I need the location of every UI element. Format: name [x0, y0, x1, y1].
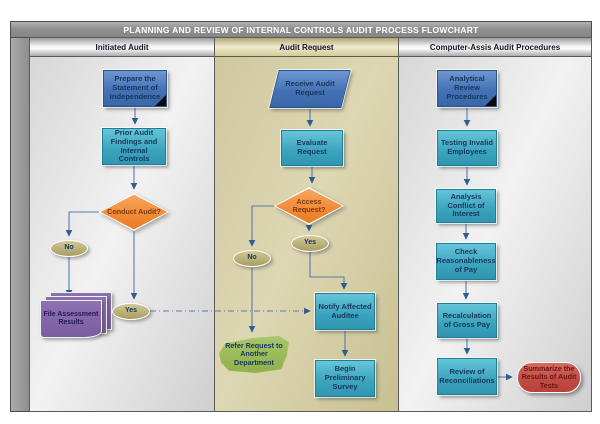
node-label: File Assessment Results	[43, 310, 99, 326]
node-label: Prior Audit Findings and Internal Contro…	[110, 127, 158, 164]
node-begin-preliminary-survey: Begin Preliminary Survey	[315, 360, 375, 397]
node-check-reasonableness: Check Reasonableness of Pay	[436, 243, 496, 280]
node-label: No	[64, 244, 74, 252]
node-file-assessment-results: File Assessment Results	[40, 292, 112, 338]
flowchart-title-bar: PLANNING AND REVIEW OF INTERNAL CONTROLS…	[10, 21, 592, 38]
node-label: Prepare the Statement of Independence	[109, 74, 161, 101]
node-prepare-statement: Prepare the Statement of Independence	[103, 70, 167, 107]
lane-header-computer-assis: Computer-Assis Audit Procedures	[398, 37, 592, 57]
node-label: Begin Preliminary Survey	[324, 364, 366, 391]
node-analysis-conflict: Analysis Conflict of Interest	[436, 189, 496, 223]
node-prior-audit-findings: Prior Audit Findings and Internal Contro…	[102, 128, 166, 165]
lane-header-label: Initiated Audit	[95, 42, 149, 52]
node-label: Access Request?	[292, 196, 326, 214]
page-fold-icon	[155, 95, 166, 106]
lane-body-initiated-audit	[29, 56, 215, 412]
lane-header-label: Audit Request	[279, 42, 334, 52]
node-receive-audit-request: Receive Audit Request	[269, 70, 351, 108]
node-label: Yes	[303, 239, 317, 247]
node-label: Analytical Review Procedures	[446, 74, 488, 101]
node-yes-initiated: Yes	[112, 303, 150, 320]
node-access-request-decision: Access Request?	[274, 187, 344, 225]
node-evaluate-request: Evaluate Request	[281, 130, 343, 166]
document-front: File Assessment Results	[40, 300, 102, 338]
lane-header-audit-request: Audit Request	[214, 37, 399, 57]
node-testing-invalid-employees: Testing Invalid Employees	[437, 130, 497, 166]
lane-header-label: Computer-Assis Audit Procedures	[429, 42, 561, 52]
lane-body-computer-assis	[398, 56, 592, 412]
node-label: Summarize the Results of Audit Tests	[521, 363, 577, 390]
page-fold-icon	[485, 95, 496, 106]
node-yes-request: Yes	[291, 235, 329, 252]
node-conduct-audit-decision: Conduct Audit?	[99, 193, 169, 231]
left-frame-strip	[10, 37, 30, 412]
node-no-initiated: No	[50, 240, 88, 257]
node-label: Review of Reconciliations	[439, 366, 495, 385]
node-label: Check Reasonableness of Pay	[436, 247, 496, 274]
node-recalculation-gross-pay: Recalculation of Gross Pay	[437, 303, 497, 338]
node-label: Notify Affected Auditee	[318, 301, 372, 320]
node-label: Recalculation of Gross Pay	[442, 310, 492, 329]
node-label: Receive Audit Request	[285, 79, 335, 97]
lane-header-initiated-audit: Initiated Audit	[29, 37, 215, 57]
node-label: Analysis Conflict of Interest	[447, 191, 485, 219]
node-label: Conduct Audit?	[107, 206, 161, 216]
node-notify-affected-auditee: Notify Affected Auditee	[315, 293, 375, 330]
flowchart-title: PLANNING AND REVIEW OF INTERNAL CONTROLS…	[123, 24, 479, 35]
node-label: Testing Invalid Employees	[441, 138, 493, 156]
node-label: Refer Request to Another Department	[225, 340, 283, 367]
node-label: No	[247, 254, 257, 262]
node-summarize-results: Summarize the Results of Audit Tests	[517, 362, 581, 393]
node-label: Evaluate Request	[296, 138, 328, 156]
node-label: Yes	[124, 307, 138, 315]
node-analytical-review: Analytical Review Procedures	[437, 70, 497, 107]
node-no-request: No	[233, 250, 271, 267]
node-review-reconciliations: Review of Reconciliations	[437, 358, 497, 395]
